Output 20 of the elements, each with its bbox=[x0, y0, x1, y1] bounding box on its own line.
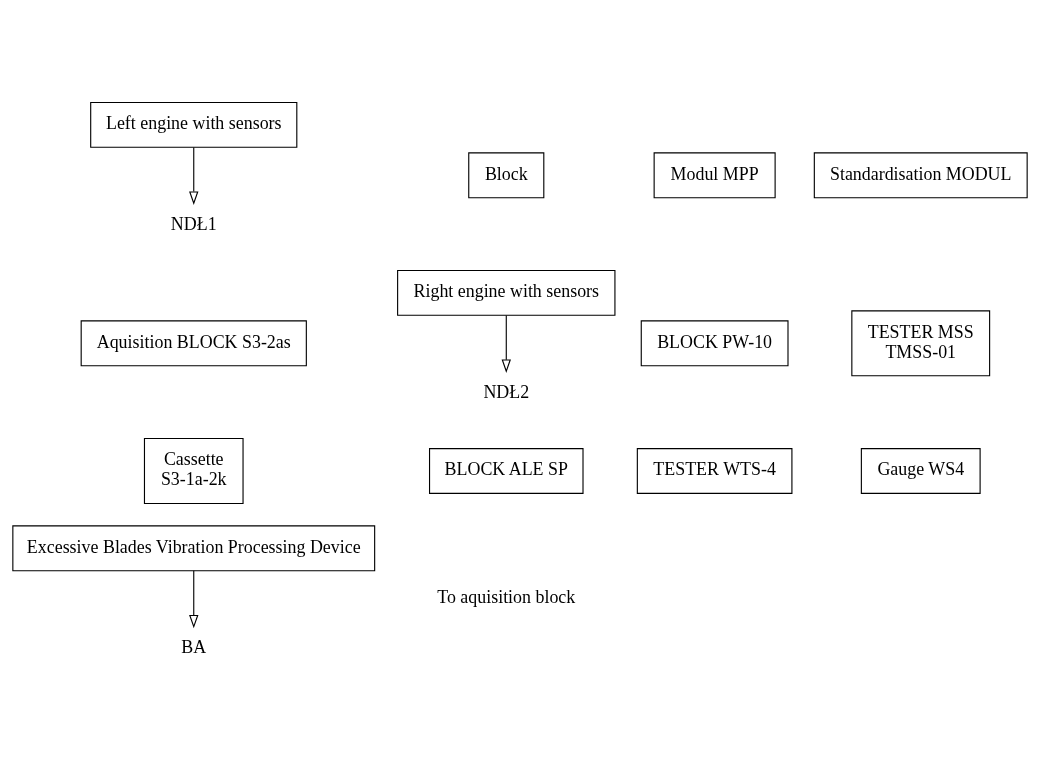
node-box: Aquisition BLOCK S3-2as bbox=[80, 320, 307, 367]
node-box: Standardisation MODUL bbox=[813, 152, 1028, 199]
node-box: Right engine with sensors bbox=[397, 269, 616, 316]
node-box: Block bbox=[468, 152, 545, 199]
label: To aquisition block bbox=[437, 586, 576, 607]
node-box: Cassette S3-1a-2k bbox=[143, 437, 244, 505]
node-text: NDŁ1 bbox=[170, 213, 217, 234]
node-box: Modul MPP bbox=[653, 152, 776, 199]
arrow bbox=[189, 146, 199, 205]
node-box: BLOCK ALE SP bbox=[429, 448, 584, 494]
node-text: BA bbox=[181, 637, 207, 658]
node-box: Left engine with sensors bbox=[90, 101, 298, 148]
node-box: BLOCK PW-10 bbox=[640, 320, 789, 367]
node-box: Excessive Blades Vibration Processing Device bbox=[12, 525, 376, 572]
arrow bbox=[189, 570, 199, 629]
arrow bbox=[501, 314, 511, 373]
node-text: NDŁ2 bbox=[483, 381, 530, 402]
node-box: Gauge WS4 bbox=[860, 448, 981, 494]
node-box: TESTER WTS-4 bbox=[636, 448, 793, 494]
node-box: TESTER MSS TMSS-01 bbox=[851, 310, 991, 377]
